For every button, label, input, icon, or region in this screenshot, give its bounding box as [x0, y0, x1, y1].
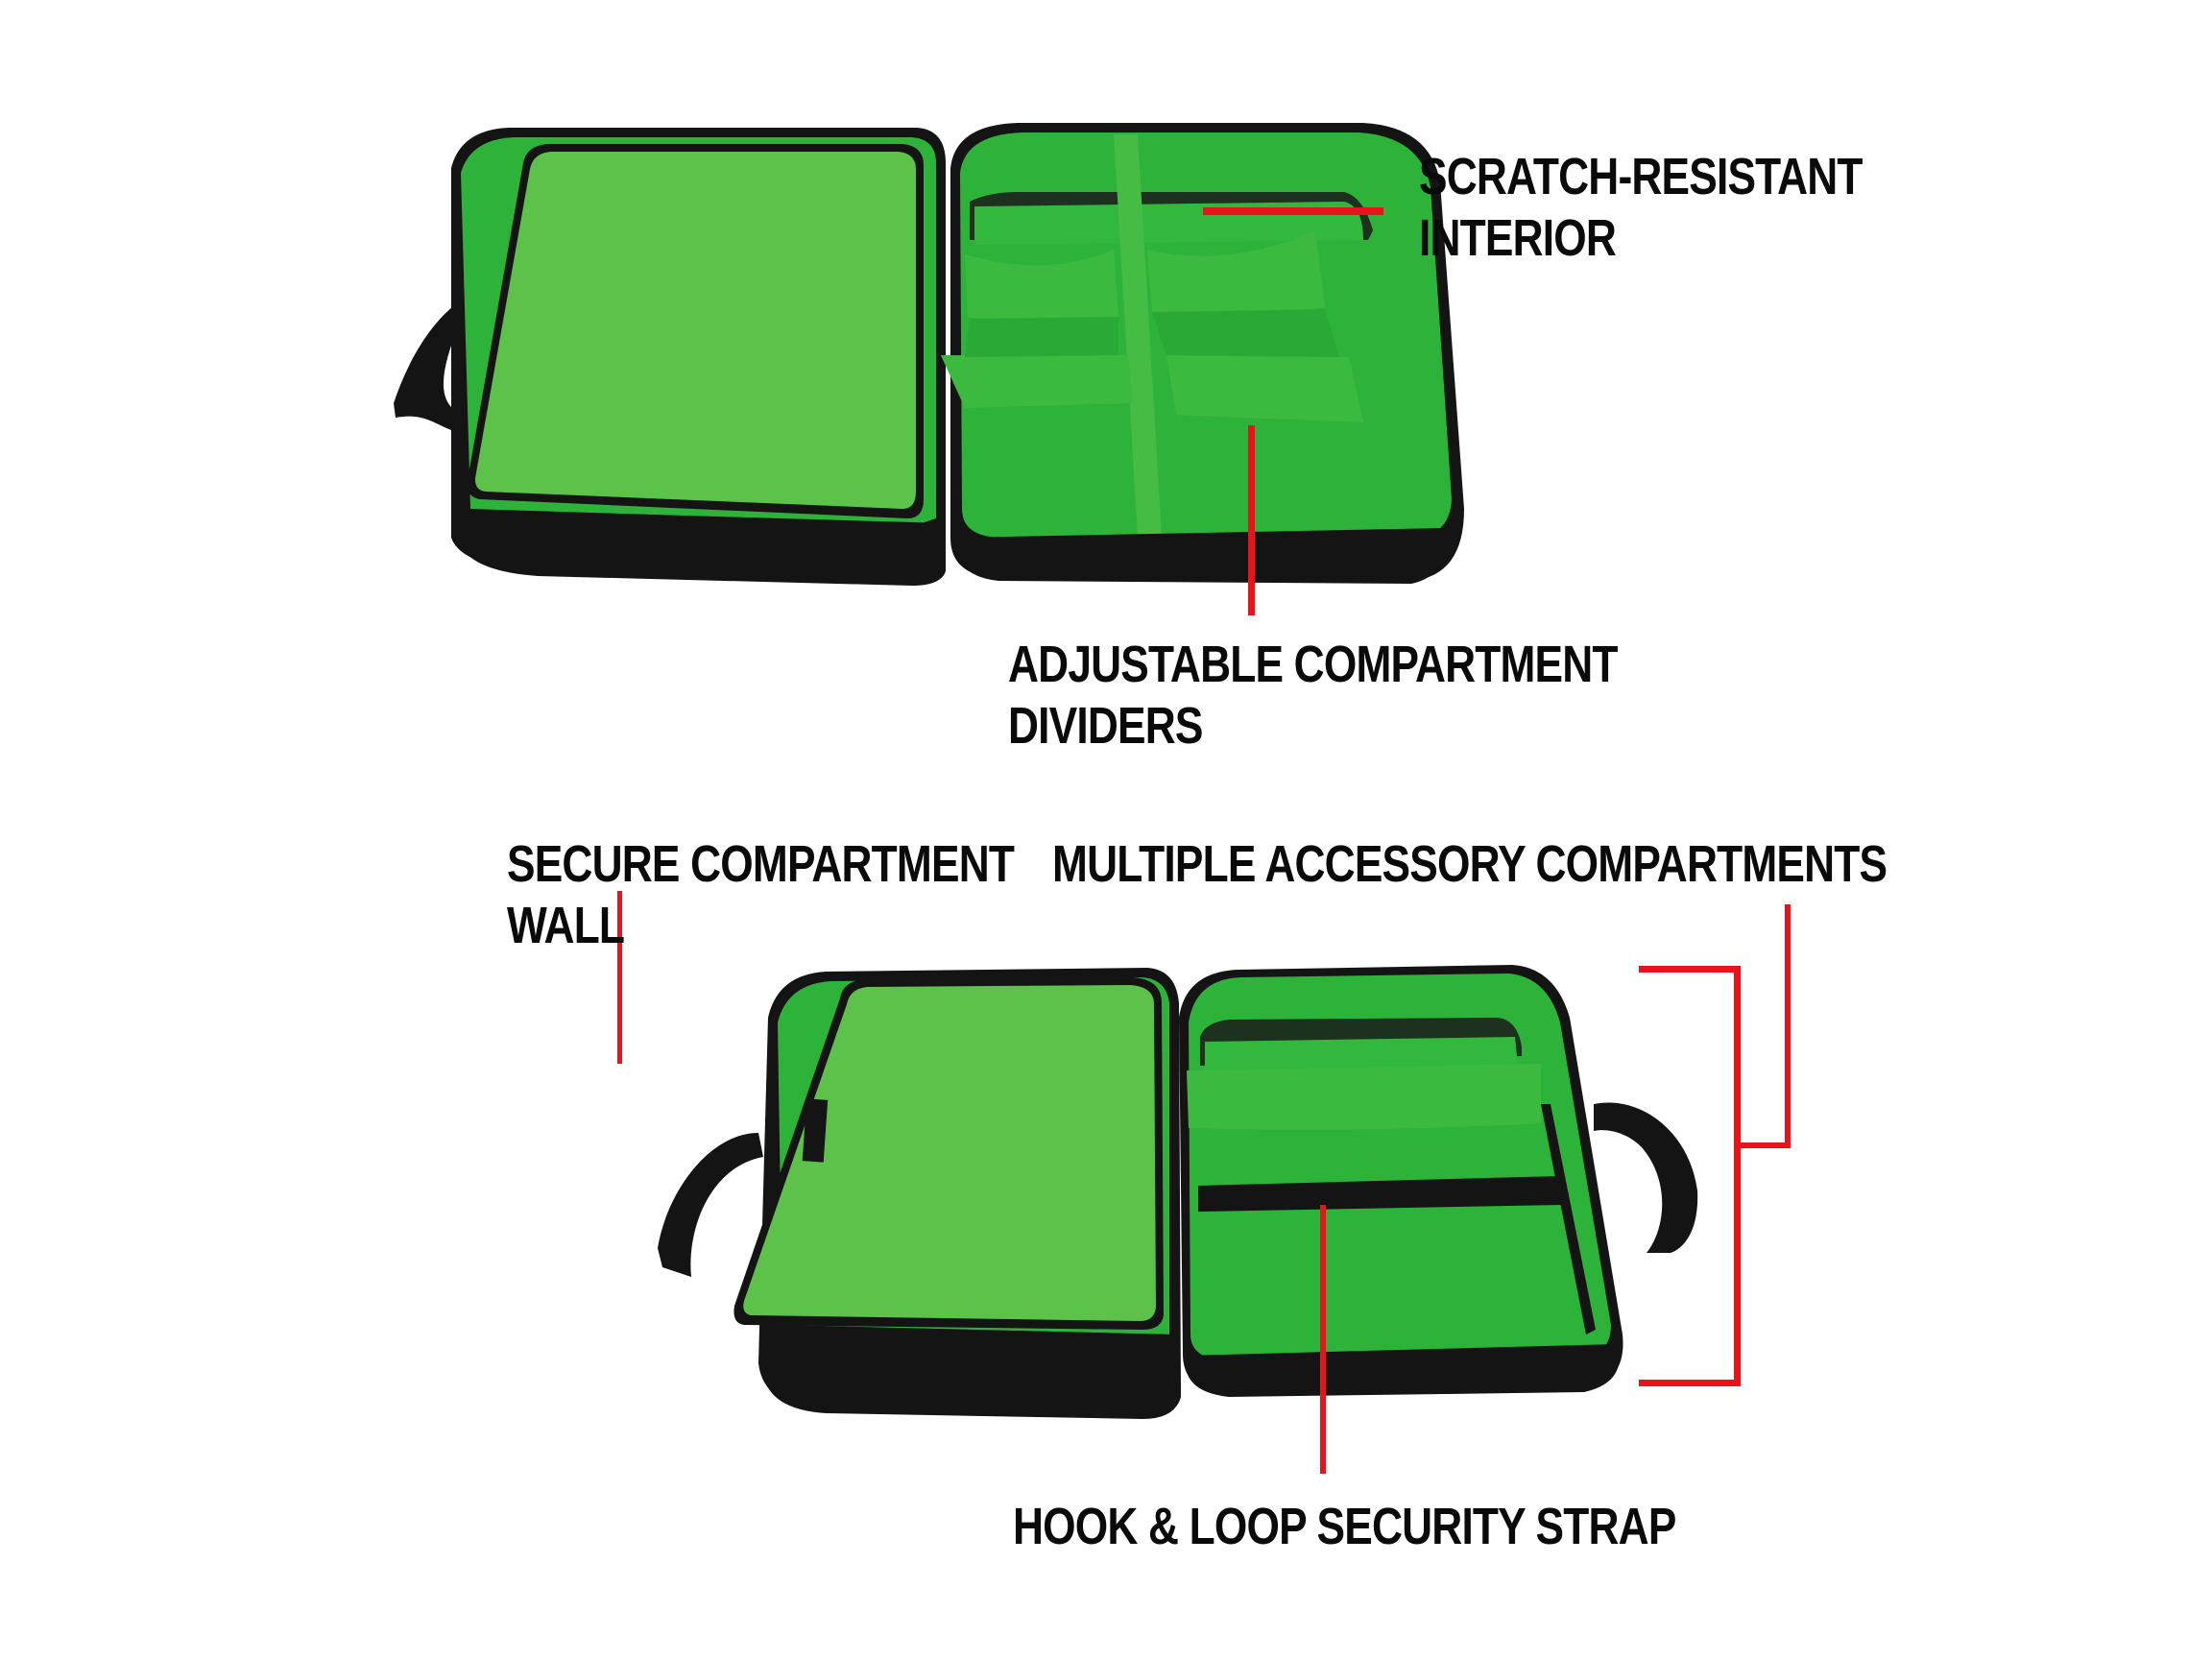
callout-bracket-top-tick [1639, 966, 1741, 973]
divider-bottom-right [1166, 355, 1363, 422]
divider-top-right [1147, 230, 1325, 316]
right-handle-icon [1594, 1102, 1698, 1253]
callout-line-strap [1320, 1205, 1326, 1474]
callout-label-multiple-accessory-compartments: MULTIPLE ACCESSORY COMPARTMENTS [1052, 835, 1887, 893]
divider-bottom-left [941, 355, 1133, 408]
center-divider [1114, 134, 1162, 538]
callout-label-adjustable-compartment-dividers: ADJUSTABLE COMPARTMENT DIVIDERS [1008, 636, 1618, 755]
left-handle-icon [394, 288, 499, 442]
callout-line-accessory-connector [1736, 1142, 1791, 1148]
callout-label-hook-loop-security-strap: HOOK & LOOP SECURITY STRAP [1013, 1498, 1676, 1555]
callout-line-secure-wall [617, 891, 622, 1064]
callout-line-accessory-top-stub [1785, 904, 1791, 1148]
callout-bracket-bottom-tick [1639, 1380, 1741, 1386]
callout-line-scratch-resistant [1203, 207, 1383, 215]
callout-label-scratch-resistant-interior: SCRATCH-RESISTANT INTERIOR [1419, 148, 1863, 267]
hook-loop-strap [1198, 1176, 1561, 1212]
accessory-divider [1187, 1064, 1541, 1130]
divider-top-left [965, 250, 1118, 325]
callout-bracket-vertical [1734, 966, 1741, 1386]
velcro-tab [802, 1098, 829, 1163]
callout-line-adjustable-dividers [1248, 425, 1255, 615]
callout-label-secure-compartment-wall: SECURE COMPARTMENT WALL [507, 835, 1015, 954]
left-handle-icon [658, 1133, 763, 1277]
